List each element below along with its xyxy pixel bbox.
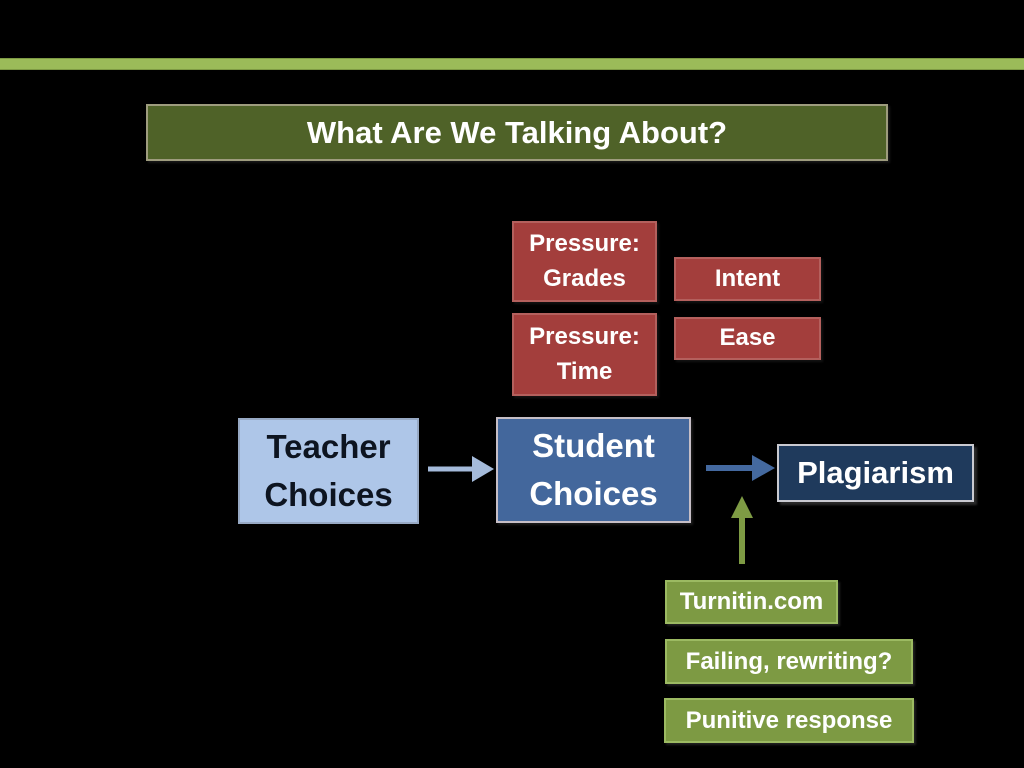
intent-label: Intent	[714, 264, 781, 292]
plagiarism-box: Plagiarism	[777, 444, 974, 502]
interventions-up-arrow	[731, 496, 753, 564]
turnitin-box: Turnitin.com	[665, 580, 838, 624]
ease-label: Ease	[719, 324, 776, 352]
teacher-choices-box: Teacher Choices	[238, 418, 419, 524]
ease-box: Ease	[674, 317, 821, 360]
student-to-plagiarism-arrow	[706, 455, 775, 481]
intent-box: Intent	[674, 257, 821, 301]
top-accent-rule	[0, 58, 1024, 70]
turnitin-label: Turnitin.com	[679, 588, 824, 615]
teacher-to-student-arrow	[428, 456, 494, 482]
title-box: What Are We Talking About?	[146, 104, 888, 161]
student-choices-label: Student Choices	[529, 427, 658, 512]
plagiarism-label: Plagiarism	[797, 455, 954, 490]
pressure-time-label: Pressure: Time	[529, 323, 640, 385]
punitive-response-label: Punitive response	[685, 706, 893, 734]
student-choices-box: Student Choices	[496, 417, 691, 523]
pressure-grades-label: Pressure: Grades	[529, 230, 640, 292]
failing-rewriting-box: Failing, rewriting?	[665, 639, 913, 684]
slide-title: What Are We Talking About?	[306, 114, 728, 150]
teacher-choices-label: Teacher Choices	[264, 428, 393, 513]
pressure-time-box: Pressure: Time	[512, 313, 657, 396]
pressure-grades-box: Pressure: Grades	[512, 221, 657, 302]
punitive-response-box: Punitive response	[664, 698, 914, 743]
failing-rewriting-label: Failing, rewriting?	[685, 647, 893, 675]
